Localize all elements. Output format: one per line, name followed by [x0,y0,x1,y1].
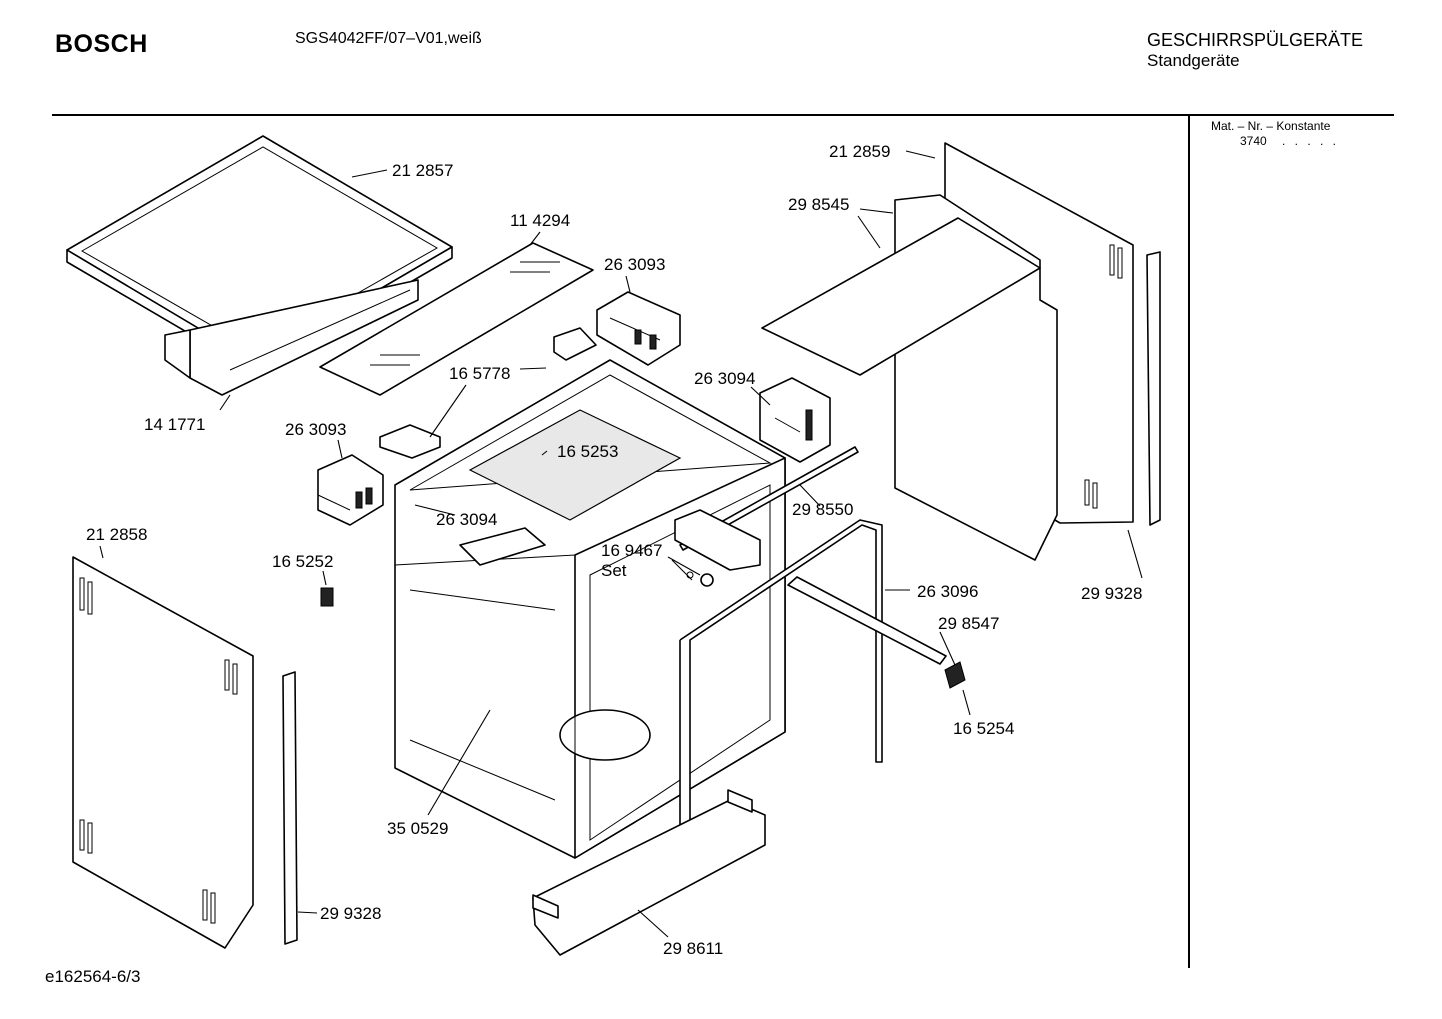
label-114294: 11 4294 [510,211,570,230]
label-350529: 35 0529 [387,819,448,838]
label-263093-left: 26 3093 [285,420,346,439]
label-263094-tub: 26 3094 [436,510,497,529]
model-number: SGS4042FF/07–V01,weiß [295,30,482,47]
label-263094-right: 26 3094 [694,369,755,388]
header-divider [52,114,1394,116]
left-side-panel-part[interactable] [72,556,254,949]
insulation-sheet-part[interactable] [319,242,594,396]
mounting-plate-lower-part[interactable] [379,424,441,459]
label-165254: 16 5254 [953,719,1014,738]
label-165253: 16 5253 [557,442,618,461]
hinge-end-part[interactable] [944,661,966,689]
category-title: GESCHIRRSPÜLGERÄTE [1147,30,1364,50]
mounting-plate-upper-part[interactable] [553,327,597,361]
label-263096: 26 3096 [917,582,978,601]
label-298545: 29 8545 [788,195,849,214]
label-298550: 29 8550 [792,500,853,519]
leader-lines [99,150,1143,938]
label-263093-top: 26 3093 [604,255,665,274]
label-299328-right: 29 9328 [1081,584,1142,603]
brand-logo: BOSCH [55,30,148,58]
material-constant-value: 3740 [1240,134,1267,148]
bracket-top-part[interactable] [596,291,681,366]
bracket-right-part[interactable] [759,377,831,463]
hinge-rod-part[interactable] [787,576,947,665]
label-212859: 21 2859 [829,142,890,161]
material-constant-label: Mat. – Nr. – Konstante [1211,119,1331,133]
document-id: e162564-6/3 [45,967,141,986]
label-169467: 16 9467 [601,541,662,560]
label-212857: 21 2857 [392,161,453,180]
label-141771: 14 1771 [144,415,205,434]
side-panel-divider [1188,116,1190,968]
label-299328-left: 29 9328 [320,904,381,923]
material-constant-dots: . . . . . [1282,134,1340,148]
label-165252: 16 5252 [272,552,333,571]
trim-strip-left-part[interactable] [282,671,298,945]
label-212858: 21 2858 [86,525,147,544]
label-set: Set [601,561,627,580]
hinge-set-part[interactable] [674,509,761,587]
subcategory-title: Standgeräte [1147,51,1240,70]
base-rail-part[interactable] [532,789,766,956]
bracket-left-part[interactable] [317,454,384,526]
label-298611: 29 8611 [663,939,723,958]
trim-strip-right-part[interactable] [1146,251,1161,526]
worktop-part[interactable] [66,135,453,396]
label-165778: 16 5778 [449,364,510,383]
mounting-panel-part[interactable] [761,194,1058,561]
label-298547: 29 8547 [938,614,999,633]
callout-labels: 21 2857 11 4294 26 3093 16 5778 14 1771 … [86,142,1142,958]
clip-part[interactable] [320,587,334,607]
